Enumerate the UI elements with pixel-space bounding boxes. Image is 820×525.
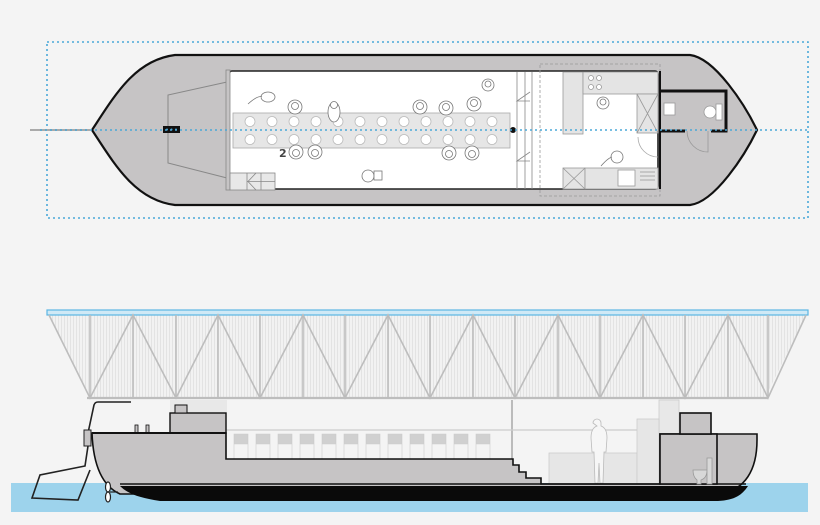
truss-structure <box>48 313 807 400</box>
rudder-post <box>83 429 92 447</box>
hull-side <box>91 432 758 495</box>
toilet-door-swing <box>686 130 709 153</box>
stairs-plan <box>229 172 276 191</box>
person-icon <box>327 101 341 123</box>
bollard <box>145 424 150 434</box>
propeller-icon <box>104 481 118 503</box>
person-icon <box>361 169 383 183</box>
bollard <box>134 424 139 434</box>
kitchen-counter-side <box>548 452 638 485</box>
person-icon <box>438 100 454 116</box>
person-icon <box>287 99 303 115</box>
mast-post <box>510 127 516 133</box>
rudder-blade <box>30 445 91 501</box>
person-icon <box>247 91 276 105</box>
side-view <box>11 309 809 512</box>
person-silhouette-icon <box>590 418 608 484</box>
toilet-bowl <box>703 105 717 119</box>
person-icon <box>412 99 428 115</box>
toilet-side-icon <box>692 457 713 485</box>
person-icon <box>481 78 495 92</box>
chairs-side <box>233 433 491 459</box>
kitchen-cabinet-side <box>636 418 660 485</box>
seat-number-label: 2 <box>279 147 287 160</box>
kitchen-fixtures <box>562 71 659 190</box>
fore-cabin-roof <box>679 412 712 435</box>
person-icon <box>466 96 482 112</box>
table-seats <box>244 116 498 145</box>
kitchen-door-swing <box>637 136 659 158</box>
person-icon <box>288 144 304 160</box>
person-icon <box>441 145 457 161</box>
plan-view: 2 <box>30 41 809 219</box>
toilet-tank <box>715 103 723 121</box>
truss-infill <box>49 315 806 398</box>
tiller <box>87 401 131 434</box>
people-plan <box>247 78 624 183</box>
aft-hatch <box>174 404 188 414</box>
support-column <box>658 399 680 435</box>
aft-deckhouse <box>169 412 227 434</box>
keel <box>120 486 748 501</box>
roof-panel <box>46 309 809 316</box>
person-icon <box>600 150 624 167</box>
person-icon <box>596 96 610 110</box>
person-icon <box>464 145 480 161</box>
washbasin <box>663 102 676 116</box>
toilet-walls <box>661 89 728 133</box>
person-icon <box>307 144 323 160</box>
